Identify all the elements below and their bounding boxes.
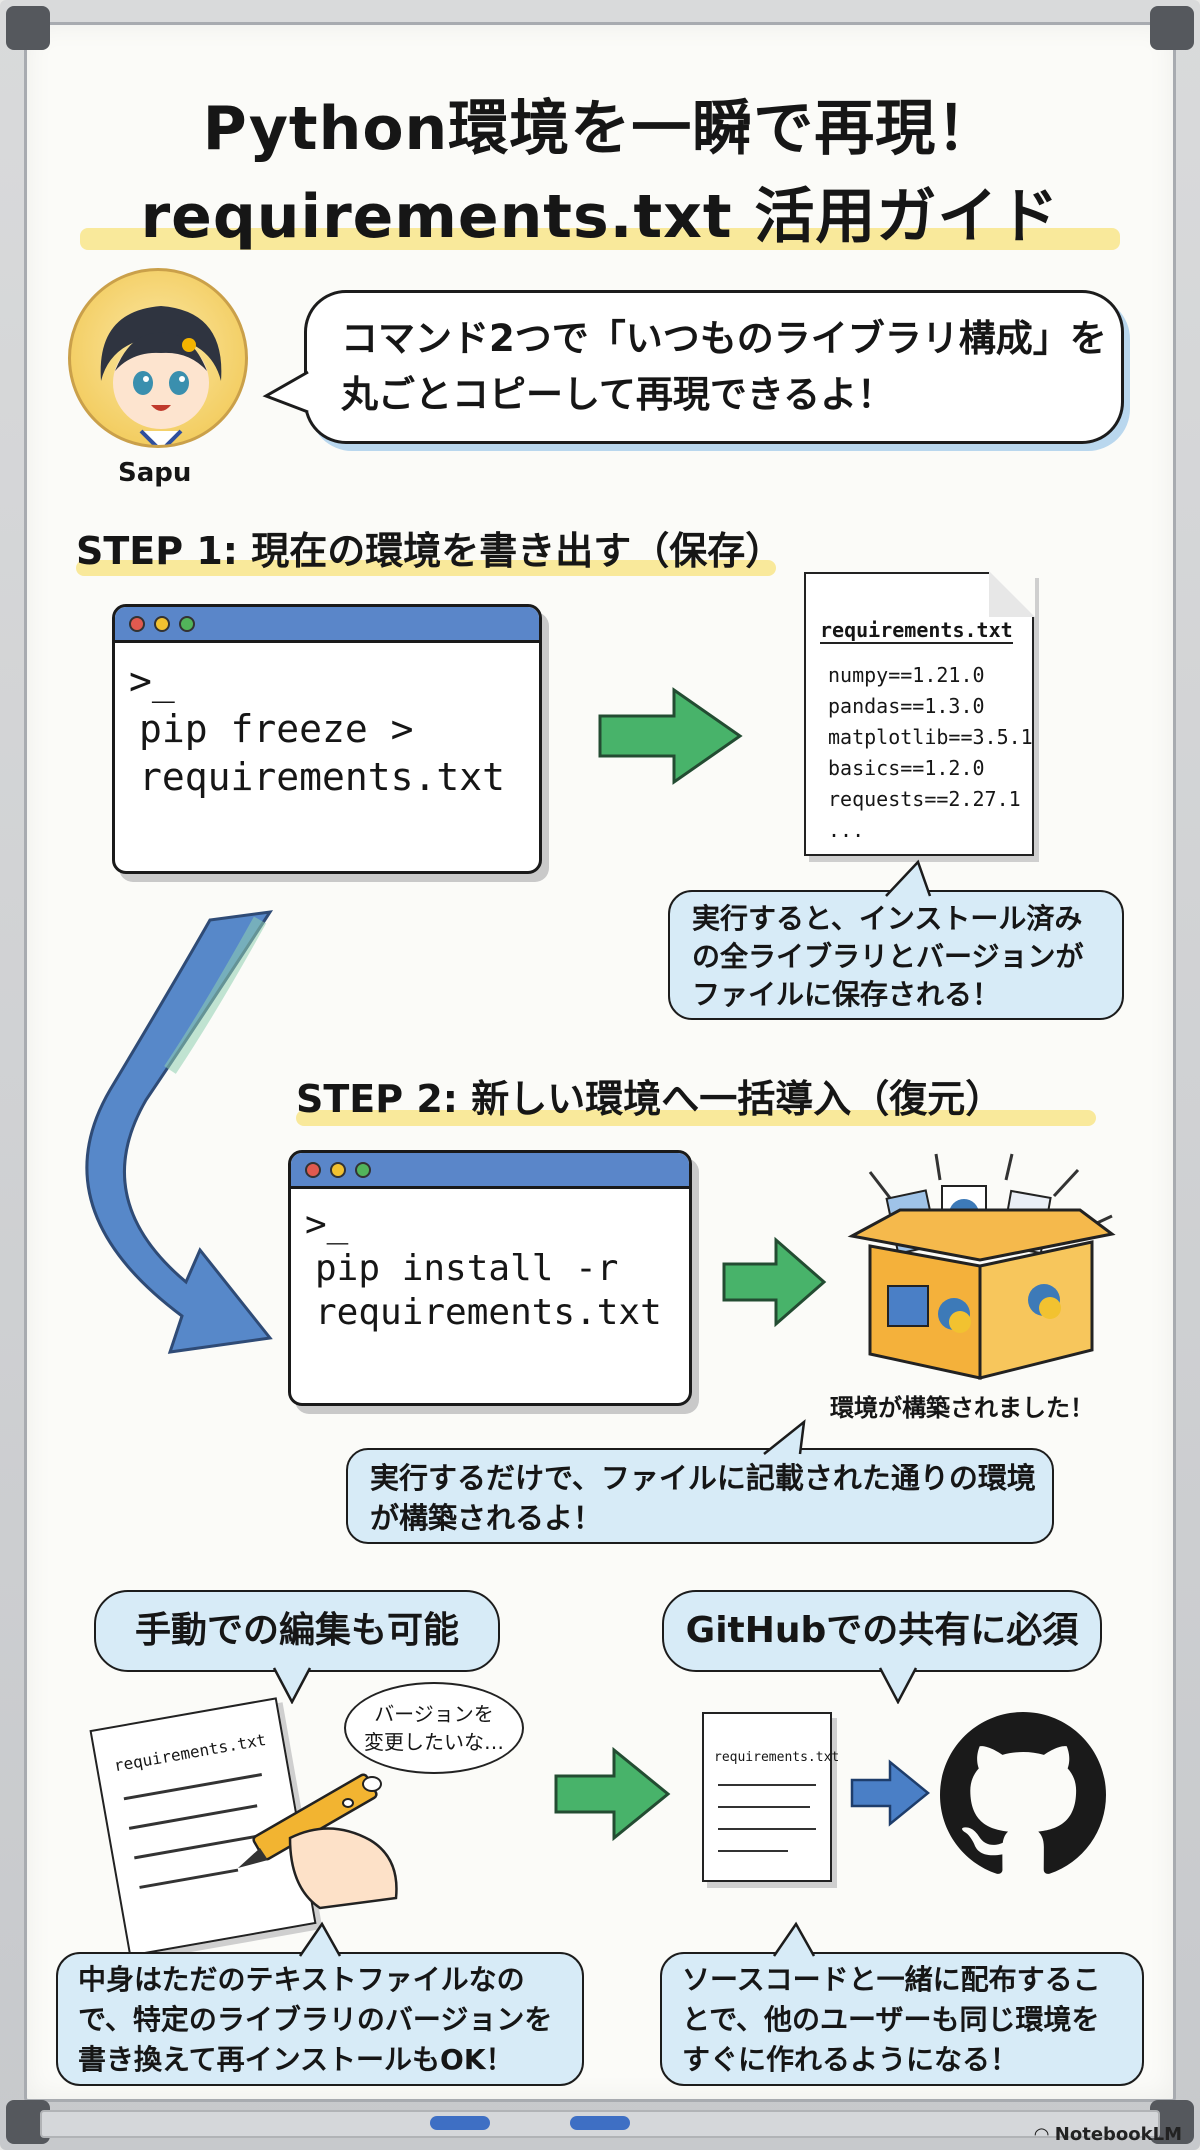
minimize-dot-icon: [154, 615, 170, 632]
note-tail: [772, 1921, 816, 1957]
maximize-dot-icon: [355, 1161, 371, 1178]
note-tail: [763, 1419, 806, 1455]
step1-terminal: >_ pip freeze > requirements.txt: [112, 604, 542, 874]
step1-note-line3: ファイルに保存される！: [692, 978, 1001, 1011]
page-title-line1: Python環境を一瞬で再現！: [202, 94, 998, 164]
step2-note: 実行するだけで、ファイルに記載された通りの環境 が構築されるよ！: [346, 1448, 1054, 1544]
step1-note: 実行すると、インストール済み の全ライブラリとバージョンが ファイルに保存される…: [668, 890, 1124, 1020]
github-note-line2: とで、他のユーザーも同じ環境を: [682, 2003, 1100, 2036]
step1-note-line2: の全ライブラリとバージョンが: [692, 940, 1084, 973]
terminal-body: >_ pip freeze > requirements.txt: [115, 643, 539, 815]
title-highlight: [80, 228, 1120, 250]
green-arrow-icon: [598, 687, 743, 785]
watermark: ◠ NotebookLM: [1035, 2124, 1182, 2145]
thought-bubble: バージョンを 変更したいな…: [344, 1682, 524, 1774]
step2-note-line2: が構築されるよ！: [370, 1501, 603, 1535]
blue-curved-arrow: [85, 910, 274, 1354]
github-heading-bubble: GitHubでの共有に必須: [662, 1590, 1102, 1672]
green-arrow-icon: [554, 1746, 671, 1842]
file-line: numpy==1.21.0: [828, 663, 985, 687]
github-doc-label: requirements.txt: [714, 1750, 840, 1765]
requirements-file-document: requirements.txt numpy==1.21.0 pandas==1…: [804, 571, 1035, 856]
edit-note: 中身はただのテキストファイルなの で、特定のライブラリのバージョンを 書き換えて…: [56, 1952, 584, 2086]
page-fold: [989, 571, 1035, 617]
github-document: requirements.txt: [702, 1712, 839, 1882]
file-name-label: requirements.txt: [820, 618, 1013, 644]
thought-dot: [342, 1798, 354, 1808]
frame-corner: [1150, 6, 1194, 50]
terminal-command-line2: requirements.txt: [139, 755, 506, 799]
note-tail: [885, 859, 932, 897]
avatar: [68, 268, 248, 448]
step2-title: STEP 2: 新しい環境へ一括導入（復元）: [296, 1077, 1004, 1121]
terminal-command-line1: pip install -r: [315, 1248, 619, 1289]
terminal-prompt: >_: [129, 659, 175, 703]
speech-tail: [262, 370, 309, 414]
github-heading: GitHubでの共有に必須: [685, 1610, 1079, 1651]
notebooklm-logo-icon: ◠: [1034, 2124, 1055, 2145]
open-box-icon: [847, 1153, 1116, 1380]
terminal-command-line2: requirements.txt: [315, 1292, 662, 1333]
heading-tail: [878, 1667, 918, 1704]
intro-line1: コマンド2つで「いつものライブラリ構成」を: [341, 317, 1107, 360]
file-line: basics==1.2.0: [828, 756, 985, 780]
edit-note-line2: で、特定のライブラリのバージョンを: [78, 2003, 553, 2036]
step2-highlight: [296, 1110, 1096, 1126]
close-dot-icon: [305, 1161, 321, 1178]
frame-corner: [6, 6, 50, 50]
character-name: Sapu: [118, 458, 192, 488]
blue-arrow-icon: [850, 1759, 930, 1827]
step2-note-line1: 実行するだけで、ファイルに記載された通りの環境: [370, 1461, 1036, 1495]
thought-line1: バージョンを: [374, 1702, 494, 1726]
minimize-dot-icon: [330, 1161, 346, 1178]
edit-heading-bubble: 手動での編集も可能: [94, 1590, 500, 1672]
step2-terminal: >_ pip install -r requirements.txt: [288, 1150, 692, 1406]
edit-note-line3: 書き換えて再インストールもOK！: [78, 2043, 514, 2076]
file-line: pandas==1.3.0: [828, 694, 985, 718]
thought-line2: 変更したいな…: [364, 1730, 504, 1754]
green-arrow-icon: [722, 1236, 827, 1328]
edit-note-line1: 中身はただのテキストファイルなの: [78, 1963, 525, 1996]
page-title-line2: requirements.txt 活用ガイド: [140, 182, 1060, 252]
github-note-line1: ソースコードと一緒に配布するこ: [682, 1963, 1101, 1996]
file-line: matplotlib==3.5.1: [828, 725, 1033, 749]
terminal-command-line1: pip freeze >: [139, 707, 414, 751]
pencil-hand-icon: [238, 1773, 398, 1910]
step1-highlight: [76, 560, 776, 576]
terminal-prompt: >_: [305, 1204, 349, 1245]
intro-line2: 丸ごとコピーして再現できるよ！: [341, 373, 895, 416]
terminal-body: >_ pip install -r requirements.txt: [291, 1189, 689, 1349]
blue-marker: [430, 2116, 490, 2130]
github-note-line3: すぐに作れるようになる！: [682, 2043, 1019, 2076]
terminal-titlebar: [291, 1153, 689, 1189]
note-tail: [298, 1921, 342, 1957]
blue-marker: [570, 2116, 630, 2130]
step1-note-line1: 実行すると、インストール済み: [692, 902, 1083, 935]
edit-heading: 手動での編集も可能: [134, 1610, 459, 1651]
github-logo-icon: [940, 1712, 1106, 1874]
step1-title: STEP 1: 現在の環境を書き出す（保存）: [76, 529, 784, 573]
file-contents: numpy==1.21.0 pandas==1.3.0 matplotlib==…: [828, 660, 1033, 846]
box-caption: 環境が構築されました！: [830, 1394, 1094, 1422]
intro-speech-bubble: コマンド2つで「いつものライブラリ構成」を 丸ごとコピーして再現できるよ！: [304, 290, 1124, 444]
close-dot-icon: [129, 615, 145, 632]
heading-tail: [272, 1667, 312, 1704]
file-line: requests==2.27.1: [828, 787, 1021, 811]
maximize-dot-icon: [179, 615, 195, 632]
watermark-text: NotebookLM: [1054, 2124, 1182, 2145]
thought-dot: [362, 1776, 382, 1792]
file-line: ...: [828, 818, 865, 842]
terminal-titlebar: [115, 607, 539, 643]
github-note: ソースコードと一緒に配布するこ とで、他のユーザーも同じ環境を すぐに作れるよう…: [660, 1952, 1144, 2086]
character-face-icon: [100, 306, 222, 445]
